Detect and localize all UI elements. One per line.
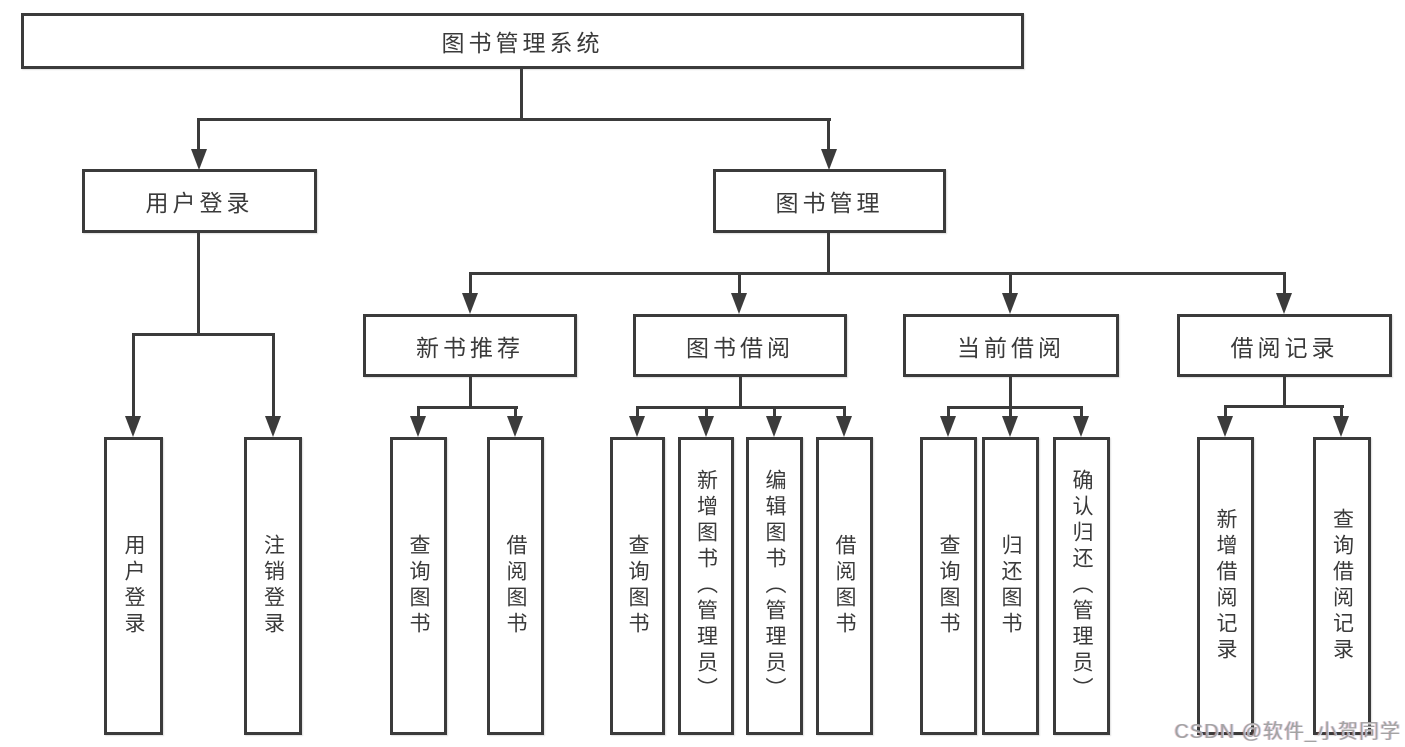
arrow-down-icon xyxy=(1073,416,1089,437)
leaf-label: 查询图书 xyxy=(407,534,430,638)
connector-line xyxy=(827,118,830,152)
leaf-logout: 注销登录 xyxy=(244,437,302,735)
arrow-down-icon xyxy=(731,293,747,314)
leaf-add-books-admin: 新增图书（管理员） xyxy=(678,437,734,735)
connector-line xyxy=(1340,405,1343,420)
connector-line xyxy=(636,406,639,420)
leaf-borrow-books-borrowing: 借阅图书 xyxy=(816,437,873,735)
connector-line xyxy=(417,406,518,409)
connector-line xyxy=(469,272,1286,275)
csdn-watermark: CSDN @软件_小贺同学 xyxy=(1174,721,1401,743)
arrow-down-icon xyxy=(1217,416,1233,437)
arrow-down-icon xyxy=(410,416,426,437)
node-user-login: 用户登录 xyxy=(82,169,317,233)
connector-line xyxy=(1224,405,1344,408)
connector-line xyxy=(773,406,776,420)
connector-line xyxy=(132,333,275,336)
arrow-down-icon xyxy=(507,416,523,437)
connector-line xyxy=(947,406,950,420)
arrow-down-icon xyxy=(1276,293,1292,314)
connector-line xyxy=(197,233,200,336)
leaf-query-books-borrowing: 查询图书 xyxy=(610,437,665,735)
node-book-borrowing: 图书借阅 xyxy=(633,314,847,377)
leaf-label: 注销登录 xyxy=(261,534,285,638)
connector-line xyxy=(1224,405,1227,420)
connector-line xyxy=(132,333,135,420)
leaf-label: 归还图书 xyxy=(999,534,1022,638)
connector-line xyxy=(636,406,846,409)
arrow-down-icon xyxy=(1002,293,1018,314)
node-current-borrowing: 当前借阅 xyxy=(903,314,1119,377)
arrow-down-icon xyxy=(125,416,141,437)
leaf-label: 用户登录 xyxy=(122,534,145,638)
arrow-down-icon xyxy=(191,149,207,170)
arrow-down-icon xyxy=(1333,416,1349,437)
connector-line xyxy=(1283,272,1286,296)
connector-line xyxy=(1009,406,1012,420)
node-new-book-recommendation: 新书推荐 xyxy=(363,314,577,377)
arrow-down-icon xyxy=(462,293,478,314)
connector-line xyxy=(705,406,708,420)
connector-line xyxy=(1009,377,1012,409)
connector-line xyxy=(947,406,1083,409)
leaf-label: 借阅图书 xyxy=(833,534,856,638)
node-borrowing-records: 借阅记录 xyxy=(1177,314,1392,377)
leaf-query-books-newbooks: 查询图书 xyxy=(390,437,447,735)
arrow-down-icon xyxy=(940,416,956,437)
leaf-label: 确认归还（管理员） xyxy=(1070,469,1093,703)
arrow-down-icon xyxy=(1002,416,1018,437)
leaf-confirm-return-admin: 确认归还（管理员） xyxy=(1053,437,1110,735)
connector-line xyxy=(843,406,846,420)
connector-line xyxy=(272,333,275,420)
connector-line xyxy=(739,377,742,409)
arrow-down-icon xyxy=(836,416,852,437)
node-library-management-system: 图书管理系统 xyxy=(21,13,1024,69)
connector-line xyxy=(1009,272,1012,296)
connector-line xyxy=(514,406,517,420)
leaf-query-books-current: 查询图书 xyxy=(920,437,977,735)
leaf-label: 新增借阅记录 xyxy=(1214,508,1237,664)
leaf-edit-books-admin: 编辑图书（管理员） xyxy=(746,437,803,735)
connector-line xyxy=(1080,406,1083,420)
leaf-query-borrow-record: 查询借阅记录 xyxy=(1313,437,1371,735)
leaf-label: 查询借阅记录 xyxy=(1330,508,1354,664)
leaf-label: 查询图书 xyxy=(626,534,649,638)
arrow-down-icon xyxy=(766,416,782,437)
leaf-add-borrow-record: 新增借阅记录 xyxy=(1197,437,1254,735)
leaf-label: 借阅图书 xyxy=(504,534,527,638)
connector-line xyxy=(198,118,831,121)
leaf-borrow-books-newbooks: 借阅图书 xyxy=(487,437,544,735)
arrow-down-icon xyxy=(698,416,714,437)
connector-line xyxy=(197,118,200,152)
leaf-return-books: 归还图书 xyxy=(982,437,1039,735)
connector-line xyxy=(417,406,420,420)
node-book-management: 图书管理 xyxy=(713,169,946,233)
connector-line xyxy=(1283,377,1286,408)
leaf-label: 查询图书 xyxy=(937,534,960,638)
arrow-down-icon xyxy=(821,149,837,170)
connector-line xyxy=(469,377,472,409)
connector-line xyxy=(469,272,472,296)
connector-line xyxy=(738,272,741,296)
connector-line xyxy=(520,69,523,120)
arrow-down-icon xyxy=(629,416,645,437)
connector-line xyxy=(827,233,830,275)
leaf-label: 编辑图书（管理员） xyxy=(763,469,786,703)
leaf-user-login: 用户登录 xyxy=(104,437,163,735)
leaf-label: 新增图书（管理员） xyxy=(694,469,718,703)
arrow-down-icon xyxy=(265,416,281,437)
